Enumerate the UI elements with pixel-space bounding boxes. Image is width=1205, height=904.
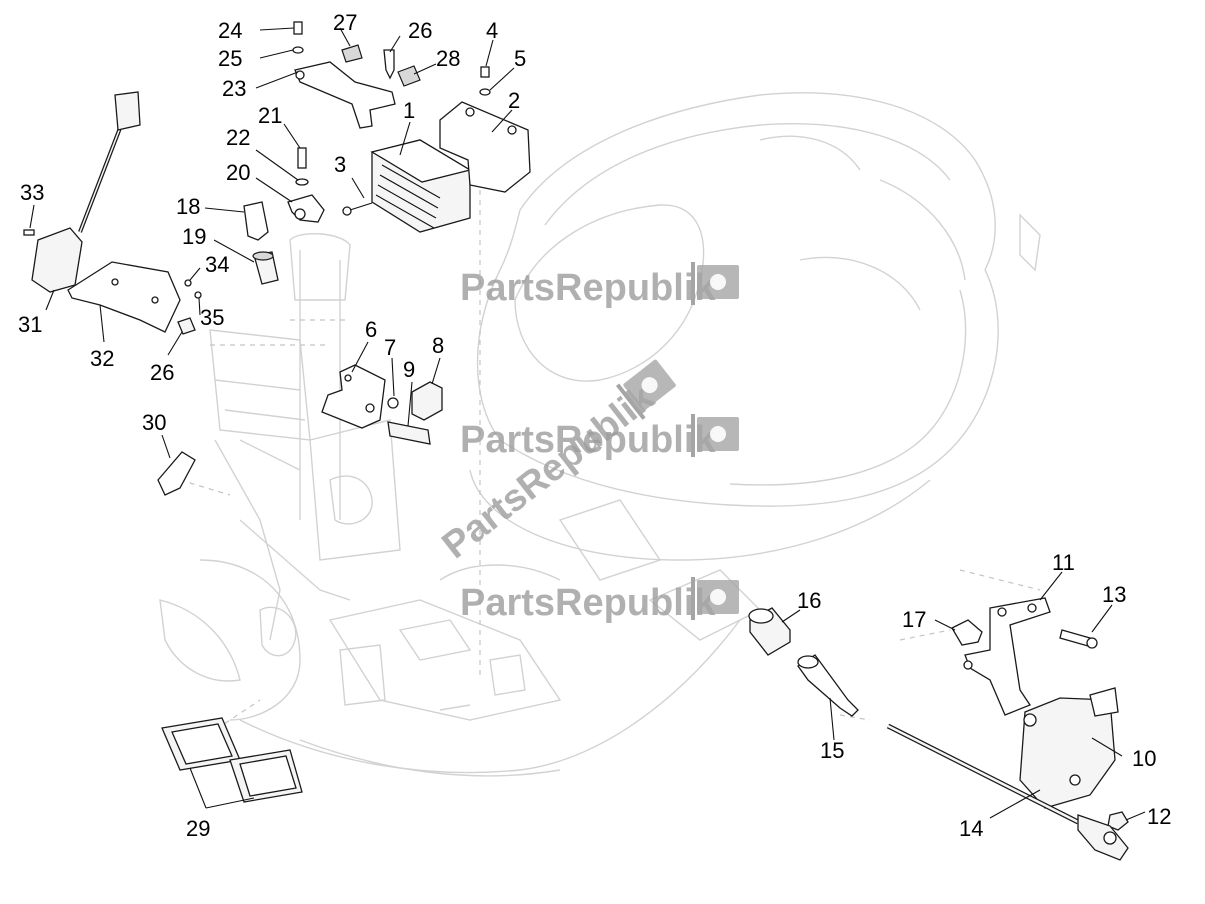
part-fitting-26b [177,317,196,335]
callout-7: 7 [384,335,396,360]
part-bolt-9 [387,421,431,445]
part-rubber-cap [252,251,279,285]
part-clip-27 [341,44,363,63]
part-plate-30 [157,451,196,496]
callout-32: 32 [90,346,114,371]
part-screw-4 [479,66,491,96]
watermark-text: PartsRepublik [460,582,716,624]
callout-31: 31 [18,312,42,337]
callout-20: 20 [226,160,250,185]
part-clamp [951,619,983,646]
callout-1: 1 [403,98,415,123]
callout-35: 35 [200,305,224,330]
callout-30: 30 [142,410,166,435]
callout-5: 5 [514,46,526,71]
part-bracket-20 [287,194,325,223]
part-sleeve [797,654,859,717]
watermark-text: PartsRepublik [435,376,663,567]
callout-17: 17 [902,607,926,632]
callout-29: 29 [186,816,210,841]
part-clip-18 [243,201,269,241]
part-rubber-block [411,381,443,421]
part-bracket-23 [294,61,396,129]
callout-14: 14 [959,816,983,841]
leader-lines [29,27,1146,821]
watermark-text: PartsRepublik [460,419,716,461]
watermark-text: PartsRepublik [460,267,716,309]
callout-33: 33 [20,180,44,205]
part-bushing [748,607,791,656]
watermark-2: PartsRepublik [460,414,739,461]
watermark-diagonal: PartsRepublik [435,359,676,567]
callout-23: 23 [222,76,246,101]
callout-19: 19 [182,224,206,249]
part-bracket-11 [963,597,1051,716]
part-clip-28 [397,65,421,87]
callout-24: 24 [218,18,242,43]
part-screw-24 [292,21,304,54]
part-bracket-32 [67,261,181,333]
part-washer-7 [387,397,399,409]
part-nut-12 [1107,811,1129,831]
callout-27: 27 [333,10,357,35]
part-rubber-frames [161,717,303,803]
callout-10: 10 [1132,746,1156,771]
callout-18: 18 [176,194,200,219]
callout-3: 3 [334,152,346,177]
watermark-3: PartsRepublik [460,577,739,624]
part-mounting-plate [321,364,386,429]
callout-6: 6 [365,317,377,342]
callout-26: 26 [408,18,432,43]
watermark-1: PartsRepublik [460,262,739,309]
callout-22: 22 [226,125,250,150]
callout-25: 25 [218,46,242,71]
callout-4: 4 [486,18,498,43]
callout-2: 2 [508,88,520,113]
part-screw-33 [23,229,35,236]
callout-26-lower: 26 [150,360,174,385]
callout-16: 16 [797,588,821,613]
callout-15: 15 [820,738,844,763]
ghost-frame [159,92,1041,777]
part-voltage-regulator [370,139,472,233]
part-fitting-26 [383,49,395,80]
callout-9: 9 [403,357,415,382]
callout-34: 34 [205,252,229,277]
callout-numbers: 1 2 3 4 5 6 7 8 9 10 11 12 13 14 15 16 1… [18,10,1171,841]
part-bolt-13 [1059,629,1098,649]
callout-8: 8 [432,333,444,358]
part-regulator-bracket [439,101,531,193]
part-screw-21 [295,147,309,186]
part-screw-3 [342,202,373,216]
callout-28: 28 [436,46,460,71]
part-sensor-unit [31,91,141,293]
callout-13: 13 [1102,582,1126,607]
callout-21: 21 [258,103,282,128]
part-nut-35 [194,291,202,299]
part-washer-34 [184,279,192,287]
part-rod [886,723,1129,861]
callout-11: 11 [1052,550,1075,575]
part-control-unit [1019,687,1119,809]
callout-12: 12 [1147,804,1171,829]
